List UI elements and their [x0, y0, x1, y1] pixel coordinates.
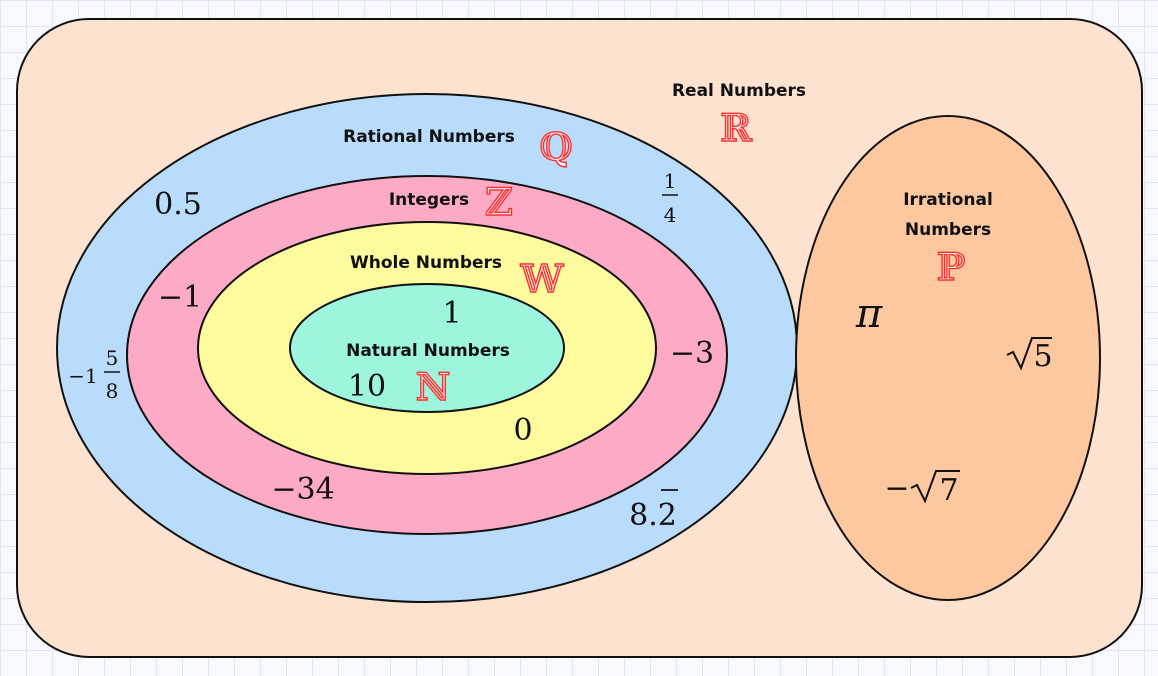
real-numbers-symbol: ℝ: [720, 106, 752, 150]
whole-numbers-symbol: 𝕎: [520, 257, 565, 301]
radical-sign: [1006, 337, 1052, 371]
rational-example-repeating-decimal: 8.2: [629, 489, 678, 533]
integer-example-neg-3: −3: [670, 336, 714, 371]
irrational-numbers-label-line1: Irrational: [903, 190, 993, 210]
negative-sign: −: [884, 471, 909, 506]
integers-label: Integers: [389, 190, 469, 210]
rational-example-0-5: 0.5: [154, 187, 202, 222]
irrational-example-pi: π: [855, 291, 883, 337]
irrational-numbers-symbol: ℙ: [937, 245, 966, 289]
irrational-numbers-region: [795, 115, 1101, 601]
radicand: 5: [1033, 339, 1052, 374]
natural-example-10: 10: [348, 369, 386, 404]
fraction-denominator: 8: [106, 379, 119, 403]
whole-numbers-label: Whole Numbers: [350, 253, 502, 273]
natural-numbers-region: [289, 283, 565, 413]
irrational-numbers-label-line2: Numbers: [905, 220, 991, 240]
fraction-numerator: 5: [106, 346, 119, 370]
fraction-denominator: 4: [664, 203, 677, 227]
irrational-example-neg-sqrt-7: − 7: [884, 470, 960, 508]
rational-numbers-label: Rational Numbers: [343, 127, 515, 147]
rational-example-one-quarter: 1 4: [662, 169, 678, 227]
radicand: 7: [939, 473, 958, 508]
real-numbers-label: Real Numbers: [672, 81, 806, 101]
rational-example-mixed-fraction: −1 5 8: [68, 346, 120, 403]
natural-numbers-symbol: ℕ: [416, 365, 451, 409]
natural-numbers-label: Natural Numbers: [346, 341, 510, 361]
natural-example-1: 1: [442, 296, 461, 331]
repeating-decimal-text: 8.2: [629, 498, 677, 533]
integer-example-neg-34: −34: [271, 472, 334, 507]
fraction-numerator: 1: [664, 169, 677, 193]
whole-example-0: 0: [513, 413, 532, 448]
integers-symbol: ℤ: [485, 180, 513, 224]
integer-example-neg-1: −1: [158, 280, 202, 315]
mixed-fraction-whole: −1: [68, 364, 97, 388]
irrational-example-sqrt-5: 5: [1006, 337, 1053, 374]
rational-numbers-symbol: ℚ: [539, 125, 572, 169]
radical-sign: [910, 470, 960, 504]
